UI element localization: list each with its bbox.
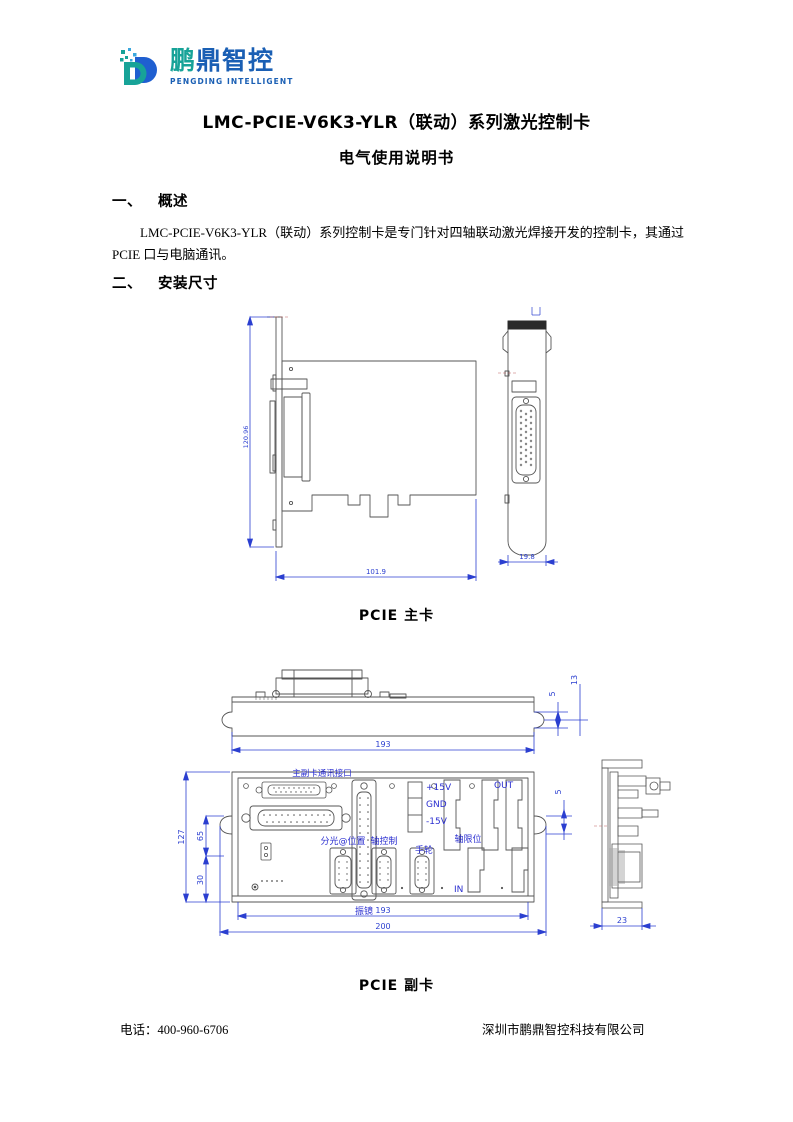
document-title: LMC-PCIE-V6K3-YLR（联动）系列激光控制卡 [202, 113, 591, 133]
dimension-bottom-193: 193 [375, 906, 390, 915]
port-label-beam-split-position: 分光@位置 [320, 835, 365, 847]
section-title-2: 安装尺寸 [158, 276, 218, 292]
overview-paragraph: LMC-PCIE-V6K3-YLR（联动）系列控制卡是专门针对四轴联动激光焊接开… [112, 225, 684, 262]
dimension-right-5: 5 [554, 789, 563, 794]
section-title-1: 概述 [158, 194, 188, 210]
dimension-30: 30 [196, 875, 205, 885]
footer-phone: 电话：400-960-6706 [120, 1023, 229, 1037]
dimension-top-5: 5 [548, 691, 557, 696]
section-number-1: 一、 [112, 194, 142, 210]
dimension-19-8: 19.8 [519, 553, 535, 561]
pengding-d-logo-icon [118, 47, 164, 93]
document-subtitle: 电气使用说明书 [338, 149, 455, 167]
company-logo: 鹏鼎智控 PENGDING INTELLIGENT [118, 47, 293, 93]
port-label-galvo: 振镜 [355, 905, 373, 917]
port-label-plus15v: +15V [426, 783, 452, 793]
section-heading-overview: 一、概述 [112, 190, 188, 211]
section-heading-dimensions: 二、安装尺寸 [112, 272, 218, 293]
section-number-2: 二、 [112, 276, 142, 292]
port-label-handwheel: 手轮 [415, 844, 433, 856]
dimension-200: 200 [375, 922, 390, 931]
port-label-axis-limit: 轴限位 [454, 833, 481, 845]
logo-wordmark: 鹏鼎智控 PENGDING INTELLIGENT [170, 47, 294, 87]
port-label-gnd: GND [426, 800, 447, 810]
logo-cn-first-char: 鹏 [170, 46, 197, 75]
port-label-master-slave-comm: 主副卡通讯接口 [292, 768, 352, 779]
logo-cn-rest: 鼎智控 [196, 46, 275, 75]
port-label-minus15v: -15V [426, 817, 448, 827]
dimension-127: 127 [177, 829, 186, 844]
figure-caption-sub-card: PCIE 副卡 [358, 978, 435, 994]
port-label-out: OUT [494, 781, 514, 791]
logo-chinese-name: 鹏鼎智控 [170, 47, 293, 75]
dimension-65: 65 [196, 831, 205, 841]
dimension-top-13: 13 [570, 675, 579, 685]
dimension-120-96: 120.96 [242, 426, 250, 449]
figure-pcie-sub-card: 193 5 13 [176, 640, 696, 960]
dimension-23: 23 [617, 916, 627, 925]
port-label-axis-control: 轴控制 [370, 835, 397, 847]
logo-english-name: PENGDING INTELLIGENT [170, 77, 294, 86]
port-label-in: IN [454, 885, 463, 895]
footer-company: 深圳市鹏鼎智控科技有限公司 [482, 1023, 645, 1037]
figure-caption-main-card: PCIE 主卡 [358, 608, 435, 624]
dimension-top-193: 193 [375, 740, 390, 749]
dimension-101-9: 101.9 [366, 568, 386, 576]
figure-pcie-main-card: 120.96 101.9 [240, 305, 580, 600]
